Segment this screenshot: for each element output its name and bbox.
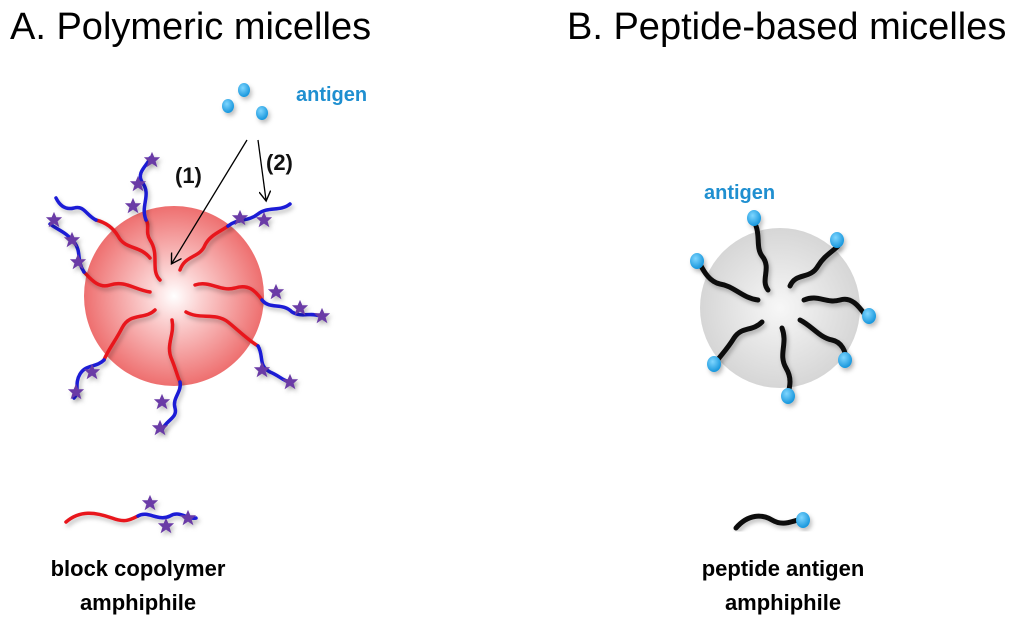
star-icon — [63, 231, 81, 248]
star-icon — [255, 211, 273, 228]
antigen-label-b: antigen — [704, 182, 776, 204]
star-icon — [313, 307, 331, 324]
hydrophobic-blocks — [82, 218, 264, 384]
star-icon — [83, 363, 101, 380]
antigen-dot — [707, 356, 721, 372]
star-icon — [124, 197, 142, 214]
antigen-dot — [838, 352, 852, 368]
star-icon — [45, 211, 63, 228]
antigen-dot — [747, 210, 761, 226]
panel-a-title: A. Polymeric micelles — [10, 6, 372, 48]
star-icon — [69, 253, 87, 270]
star-icon — [143, 151, 161, 168]
legend-a-line1: block copolymer — [50, 556, 226, 581]
antigen-dot — [781, 388, 795, 404]
star-icon — [129, 175, 147, 192]
bound-antigens — [690, 210, 876, 404]
peptide-amphiphile-glyph — [733, 512, 810, 531]
antigen-dot — [238, 83, 250, 97]
star-icon — [141, 494, 159, 511]
panel-b-title: B. Peptide-based micelles — [567, 6, 1007, 48]
antigen-label-a: antigen — [296, 84, 368, 106]
star-icon — [231, 209, 249, 226]
route-1-arrow — [172, 139, 248, 263]
legend-b-line2: amphiphile — [724, 590, 842, 615]
free-antigen-dots — [222, 83, 268, 120]
antigen-dot — [256, 106, 268, 120]
legend-b-line1: peptide antigen — [701, 556, 865, 581]
micelle-core-b — [700, 228, 860, 388]
star-icon — [267, 283, 285, 300]
star-icon — [179, 509, 197, 526]
star-markers — [45, 151, 331, 436]
route-2-arrow — [257, 139, 266, 200]
micelle-core-a — [84, 206, 264, 386]
star-icon — [291, 299, 309, 316]
antigen-dot — [690, 253, 704, 269]
route-2-label: (2) — [266, 150, 293, 175]
antigen-dot — [222, 99, 234, 113]
star-icon — [157, 517, 175, 534]
star-icon — [151, 419, 169, 436]
block-copolymer-glyph — [64, 494, 198, 534]
antigen-dot — [830, 232, 844, 248]
antigen-dot — [862, 308, 876, 324]
star-icon — [153, 393, 171, 410]
legend-a-line2: amphiphile — [79, 590, 197, 615]
star-icon — [253, 361, 271, 378]
polymeric-micelle — [45, 83, 331, 436]
peptide-micelle — [690, 210, 876, 404]
antigen-dot — [796, 512, 810, 528]
star-icon — [281, 373, 299, 390]
star-icon — [67, 383, 85, 400]
route-1-label: (1) — [175, 163, 202, 188]
legend-block-copolymer: block copolymer amphiphile — [20, 552, 256, 620]
legend-peptide-amphiphile: peptide antigen amphiphile — [668, 552, 898, 620]
